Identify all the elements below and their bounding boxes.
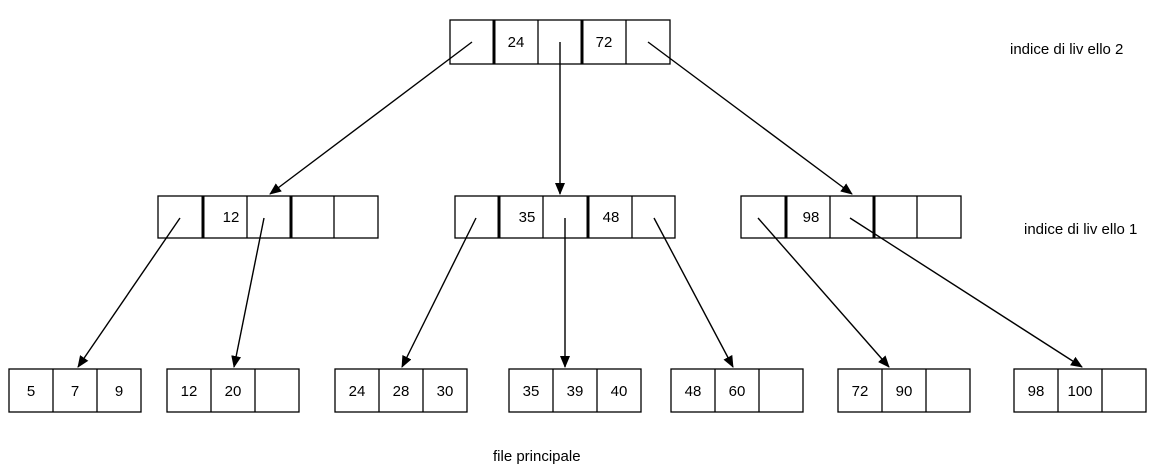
main-block-5: 48 60 [670,368,804,413]
pointer-arrow-node1-to-block1 [77,217,181,368]
main-block5-record-2: 60 [729,383,746,400]
main-block4-record-2: 39 [567,383,584,400]
main-block-4: 35 39 40 [508,368,642,413]
level1-node2-key-1: 35 [519,209,536,226]
pointer-arrow-l2-to-node3 [647,41,853,195]
main-block2-record-1: 12 [181,383,198,400]
main-block5-record-1: 48 [685,383,702,400]
pointer-arrow-node3-to-block6 [757,217,890,368]
level1-node1-key-1: 12 [223,209,240,226]
main-block3-record-2: 28 [393,383,410,400]
level1-node2-key-2: 48 [603,209,620,226]
pointer-arrow-node2-to-block3 [401,217,477,368]
level1-index-node-3: 98 [740,195,962,239]
level1-node3-key-1: 98 [803,209,820,226]
main-block1-record-3: 9 [115,383,123,400]
main-block3-record-3: 30 [437,383,454,400]
main-block-6: 72 90 [837,368,971,413]
level2-key-1: 24 [508,34,525,51]
level1-index-node-1: 12 [157,195,379,239]
pointer-arrow-node1-to-block2 [231,217,265,368]
main-block7-record-1: 98 [1028,383,1045,400]
level2-key-2: 72 [596,34,613,51]
main-block-1: 5 7 9 [8,368,142,413]
level1-label: indice di liv ello 1 [1024,221,1137,238]
main-block1-record-1: 5 [27,383,35,400]
main-block-3: 24 28 30 [334,368,468,413]
pointer-arrow-node2-to-block5 [653,217,734,368]
main-block2-record-2: 20 [225,383,242,400]
pointer-arrow-l2-to-node1 [269,41,473,195]
main-block1-record-2: 7 [71,383,79,400]
pointer-arrow-node3-to-block7 [849,217,1083,368]
main-block6-record-1: 72 [852,383,869,400]
main-block7-record-2: 100 [1067,383,1092,400]
main-block-2: 12 20 [166,368,300,413]
main-block4-record-1: 35 [523,383,540,400]
main-block6-record-2: 90 [896,383,913,400]
level2-label: indice di liv ello 2 [1010,41,1123,58]
main-block4-record-3: 40 [611,383,628,400]
main-file-label: file principale [493,448,581,465]
main-block3-record-1: 24 [349,383,366,400]
main-block-7: 98 100 [1013,368,1147,413]
